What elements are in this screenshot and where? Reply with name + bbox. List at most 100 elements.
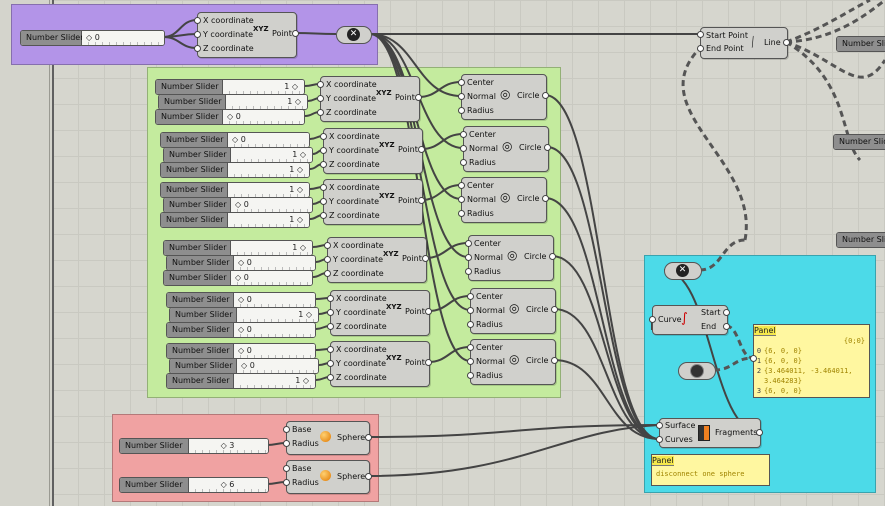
circle-1-port-out[interactable] (544, 144, 551, 151)
slider-5-2-track[interactable]: 1 ◇ (234, 374, 315, 388)
slider-5-0[interactable]: Number Slider◇ 0 (166, 343, 316, 359)
slider-0-2-track[interactable]: ◇ 0 (223, 110, 304, 124)
circle-4-port-in-0[interactable] (467, 293, 474, 300)
point-1-port-in-2[interactable] (320, 161, 327, 168)
slider-1-0-track[interactable]: ◇ 0 (228, 133, 309, 147)
slider-1-2-track[interactable]: 1 ◇ (228, 163, 309, 177)
circle-2-port-out[interactable] (542, 195, 549, 202)
point-5-port-in-1[interactable] (327, 360, 334, 367)
point-0-port-out[interactable] (415, 94, 422, 101)
slider-0-2[interactable]: Number Slider◇ 0 (155, 109, 305, 125)
point-4-port-in-2[interactable] (327, 323, 334, 330)
line-port-in-1[interactable] (697, 45, 704, 52)
slider-3-2[interactable]: Number Slider◇ 0 (163, 270, 313, 286)
sphere-1-port-out[interactable] (365, 473, 372, 480)
point-0-port-in-2[interactable] (317, 109, 324, 116)
circle-0-port-in-2[interactable] (458, 107, 465, 114)
slider-2-1-track[interactable]: ◇ 0 (231, 198, 312, 212)
top-point-port-in-1[interactable] (194, 31, 201, 38)
slider-0-0-track[interactable]: 1 ◇ (223, 80, 304, 94)
point-5-port-in-0[interactable] (327, 346, 334, 353)
slider-4-2-track[interactable]: ◇ 0 (234, 323, 315, 337)
curve-ends-port-in[interactable] (649, 316, 656, 323)
circle-3-port-in-2[interactable] (465, 268, 472, 275)
circle-2-port-in-1[interactable] (458, 196, 465, 203)
merge-node[interactable]: ✕ (336, 26, 372, 44)
cull-node[interactable]: ✕ (664, 262, 702, 280)
sphere-0-port-out[interactable] (365, 434, 372, 441)
circle-0-port-in-1[interactable] (458, 93, 465, 100)
panel-1[interactable]: Panel{0;0}0{6, 0, 0}1{6, 0, 0}2{3.464011… (753, 324, 870, 398)
sphere-slider-0[interactable]: Number Slider◇ 3 (119, 438, 269, 454)
slider-5-1-track[interactable]: ◇ 0 (237, 359, 318, 373)
right-slider-1[interactable]: Number Slider (833, 134, 885, 150)
fragments-port-in-1[interactable] (656, 436, 663, 443)
point-3-port-in-2[interactable] (324, 270, 331, 277)
curve-ends-port-out-1[interactable] (723, 323, 730, 330)
point-0-port-in-0[interactable] (317, 81, 324, 88)
slider-2-1[interactable]: Number Slider◇ 0 (163, 197, 313, 213)
circle-0-port-in-0[interactable] (458, 79, 465, 86)
line-port-in-0[interactable] (697, 31, 704, 38)
point-3-port-out[interactable] (422, 255, 429, 262)
point-3-port-in-1[interactable] (324, 256, 331, 263)
point-2-port-in-1[interactable] (320, 198, 327, 205)
circle-5-port-out[interactable] (551, 357, 558, 364)
slider-3-0-track[interactable]: 1 ◇ (231, 241, 312, 255)
point-2-port-in-0[interactable] (320, 184, 327, 191)
curve-ends-port-out-0[interactable] (723, 309, 730, 316)
right-slider-0[interactable]: Number Slider (836, 36, 885, 52)
sphere-1-port-in-1[interactable] (283, 479, 290, 486)
point-4-port-in-0[interactable] (327, 295, 334, 302)
circle-5-port-in-2[interactable] (467, 372, 474, 379)
point-1-port-in-1[interactable] (320, 147, 327, 154)
circle-4-port-out[interactable] (551, 306, 558, 313)
circle-5-port-in-1[interactable] (467, 358, 474, 365)
point-1-port-out[interactable] (418, 146, 425, 153)
circle-4-port-in-1[interactable] (467, 307, 474, 314)
sphere-slider-1[interactable]: Number Slider◇ 6 (119, 477, 269, 493)
sphere-0-port-in-1[interactable] (283, 440, 290, 447)
right-slider-2[interactable]: Number Slider (836, 232, 885, 248)
top-point-port-in-0[interactable] (194, 17, 201, 24)
fragments-port-in-0[interactable] (656, 422, 663, 429)
top-slider[interactable]: Number Slider◇ 0 (20, 30, 165, 46)
sphere-1-port-in-0[interactable] (283, 465, 290, 472)
slider-4-0[interactable]: Number Slider◇ 0 (166, 292, 316, 308)
circle-1-port-in-2[interactable] (460, 159, 467, 166)
point-3-port-in-0[interactable] (324, 242, 331, 249)
slider-4-2[interactable]: Number Slider◇ 0 (166, 322, 316, 338)
sphere-slider-1-track[interactable]: ◇ 6 (189, 478, 268, 492)
circle-1-port-in-1[interactable] (460, 145, 467, 152)
circle-4-port-in-2[interactable] (467, 321, 474, 328)
circle-2-port-in-0[interactable] (458, 182, 465, 189)
panel-1-port-in[interactable] (750, 355, 757, 362)
top-point-port-out[interactable] (292, 30, 299, 37)
slider-5-0-track[interactable]: ◇ 0 (234, 344, 315, 358)
slider-2-0-track[interactable]: 1 ◇ (228, 183, 309, 197)
circle-3-port-in-1[interactable] (465, 254, 472, 261)
slider-4-0-track[interactable]: ◇ 0 (234, 293, 315, 307)
circle-5-port-in-0[interactable] (467, 344, 474, 351)
point-4-port-out[interactable] (425, 308, 432, 315)
circle-0-port-out[interactable] (542, 92, 549, 99)
slider-4-1-track[interactable]: 1 ◇ (237, 308, 318, 322)
